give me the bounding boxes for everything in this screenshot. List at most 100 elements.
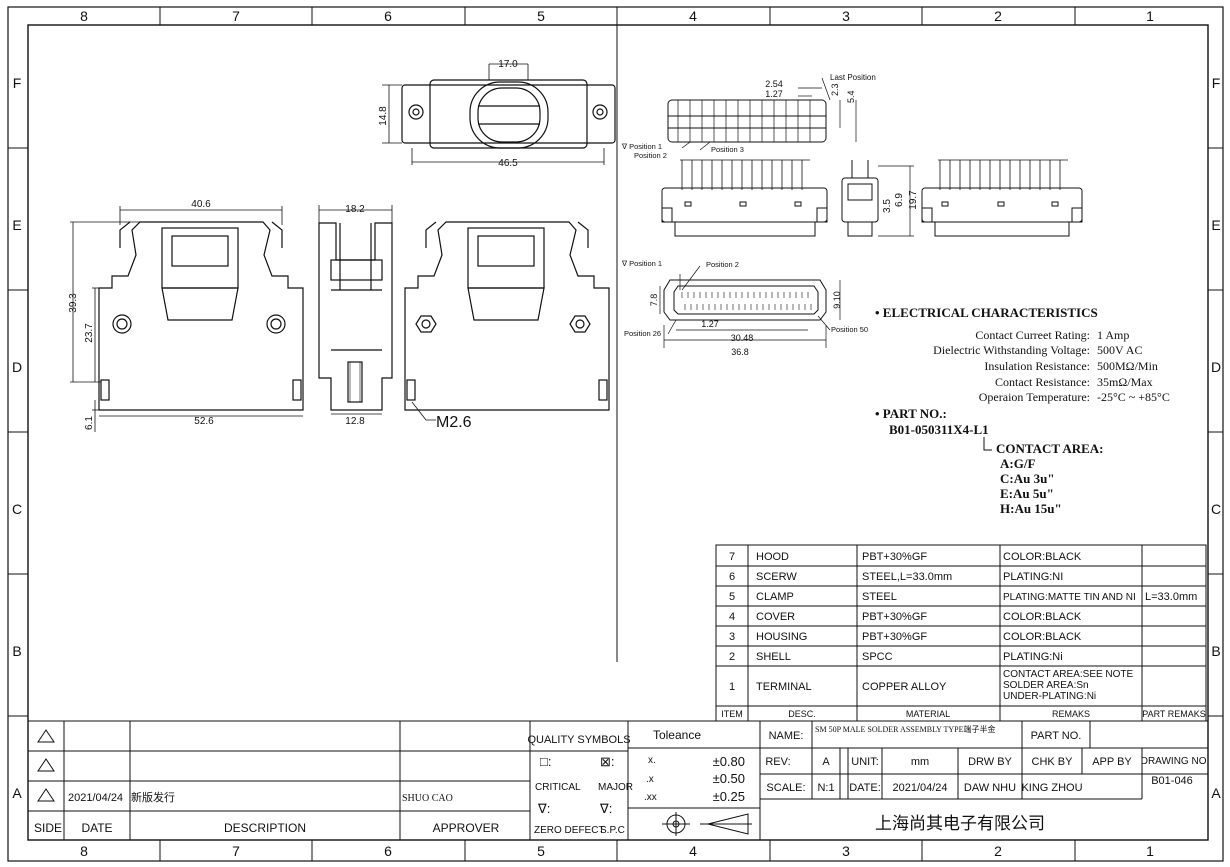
dim-d: 5.4 xyxy=(846,90,856,103)
col-label: 7 xyxy=(232,843,240,859)
zero-defect-label: ZERO DEFECT xyxy=(534,825,605,836)
name-label: NAME: xyxy=(769,730,804,742)
elec-value: -25°C ~ +85°C xyxy=(1097,390,1170,404)
unit-value: mm xyxy=(911,756,929,768)
dim-c: 2.3 xyxy=(830,83,840,96)
dim-side-bottom: 12.8 xyxy=(345,416,365,427)
contact-top-view xyxy=(667,77,857,151)
bom-header: PART REMAKS xyxy=(1142,709,1206,719)
bom-part-remarks: L=33.0mm xyxy=(1145,591,1197,603)
position-26-label: Position 26 xyxy=(624,329,661,338)
col-label: 7 xyxy=(232,8,240,24)
bom-remarks: PLATING:NI xyxy=(1003,571,1063,583)
quality-table xyxy=(530,721,629,840)
bom-item: 3 xyxy=(729,631,735,643)
bom-desc: SCERW xyxy=(756,571,797,583)
dim-front-h1: 39.3 xyxy=(68,293,79,313)
row-label: E xyxy=(12,217,21,233)
row-label: B xyxy=(12,643,21,659)
chk-value: KING ZHOU xyxy=(1021,782,1082,794)
quality-title: QUALITY SYMBOLS xyxy=(527,734,630,746)
row-label: B xyxy=(1211,643,1220,659)
rev-label: REV: xyxy=(765,756,790,768)
elec-label: Operaion Temperature: xyxy=(979,390,1090,404)
position-3-label: Position 3 xyxy=(711,145,744,154)
bom-material: PBT+30%GF xyxy=(862,551,927,563)
revision-approver: SHUO CAO xyxy=(402,793,453,804)
dim-side-b: 6.9 xyxy=(894,193,905,207)
major-label: MAJOR xyxy=(598,782,633,793)
revision-table xyxy=(28,720,1208,840)
face-position-1-label: ∇ Position 1 xyxy=(621,259,662,268)
drawing-no-value: B01-046 xyxy=(1151,775,1193,787)
app-label: APP BY xyxy=(1092,756,1132,768)
bom-material: STEEL xyxy=(862,591,897,603)
bom-table xyxy=(715,544,1207,722)
rear-view xyxy=(404,221,610,421)
col-label: 6 xyxy=(384,8,392,24)
spc-symbol: ∇: xyxy=(599,801,612,816)
col-label: 5 xyxy=(537,843,545,859)
col-label: 5 xyxy=(537,8,545,24)
row-label: D xyxy=(12,359,22,375)
dim-face-w2: 36.8 xyxy=(731,347,749,357)
row-label: D xyxy=(1211,359,1221,375)
bom-item: 4 xyxy=(729,611,735,623)
dim-top-bottom-width: 46.5 xyxy=(498,158,518,169)
connector-face-view xyxy=(659,265,841,348)
bom-remarks: UNDER-PLATING:Ni xyxy=(1003,691,1096,702)
bom-remarks: COLOR:BLACK xyxy=(1003,611,1082,623)
connector-front-view-left xyxy=(661,159,828,237)
dim-front-h2: 23.7 xyxy=(84,323,95,343)
dim-side-c: 19.7 xyxy=(908,190,919,210)
tolerance-key: .xx xyxy=(644,792,657,803)
bom-remarks: PLATING:Ni xyxy=(1003,651,1063,663)
dim-front-base: 52.6 xyxy=(194,416,214,427)
bom-item: 1 xyxy=(729,681,735,693)
dim-face-h: 7.8 xyxy=(649,294,659,307)
thread-label: M2.6 xyxy=(436,414,472,431)
part-no-label: PART NO. xyxy=(1031,730,1082,742)
bom-header: DESC. xyxy=(788,709,816,719)
bom-remarks: CONTACT AREA:SEE NOTE xyxy=(1003,669,1134,680)
unit-label: UNIT: xyxy=(851,756,879,768)
bom-item: 2 xyxy=(729,651,735,663)
bom-material: SPCC xyxy=(862,651,893,663)
col-label: 4 xyxy=(689,8,697,24)
col-label: 3 xyxy=(842,8,850,24)
tolerance-key: .x xyxy=(646,774,654,785)
col-label: 4 xyxy=(689,843,697,859)
chk-label: CHK BY xyxy=(1032,756,1074,768)
bom-remarks: SOLDER AREA:Sn xyxy=(1003,680,1089,691)
elec-label: Dielectric Withstanding Voltage: xyxy=(933,343,1090,357)
bom-material: PBT+30%GF xyxy=(862,631,927,643)
col-label: 2 xyxy=(994,843,1002,859)
bom-item: 7 xyxy=(729,551,735,563)
bom-header: REMAKS xyxy=(1052,709,1090,719)
electrical-heading: • ELECTRICAL CHARACTERISTICS xyxy=(875,305,1098,320)
bom-item: 6 xyxy=(729,571,735,583)
tolerance-value: ±0.25 xyxy=(713,789,745,804)
revision-header-date: DATE xyxy=(81,821,112,835)
elec-value: 1 Amp xyxy=(1097,328,1129,342)
side-view xyxy=(318,205,393,415)
elec-value: 500V AC xyxy=(1097,343,1142,357)
front-view xyxy=(70,206,304,432)
dim-face-h2: 9.10 xyxy=(832,291,842,309)
revision-header-desc: DESCRIPTION xyxy=(224,821,306,835)
contact-option: E:Au 5u" xyxy=(1000,486,1054,501)
part-heading: • PART NO.: xyxy=(875,406,947,421)
bom-desc: HOUSING xyxy=(756,631,807,643)
tolerance-table xyxy=(628,721,761,840)
drw-label: DRW BY xyxy=(968,756,1012,768)
top-view xyxy=(382,63,616,165)
scale-label: SCALE: xyxy=(766,782,805,794)
contact-option: H:Au 15u" xyxy=(1000,501,1062,516)
elec-value: 35mΩ/Max xyxy=(1097,375,1153,389)
critical-symbol: □: xyxy=(540,754,551,769)
row-label: F xyxy=(13,75,22,91)
bom-desc: CLAMP xyxy=(756,591,794,603)
position-2-label: Position 2 xyxy=(634,151,667,160)
major-symbol: ⊠: xyxy=(600,754,615,769)
bom-desc: COVER xyxy=(756,611,795,623)
